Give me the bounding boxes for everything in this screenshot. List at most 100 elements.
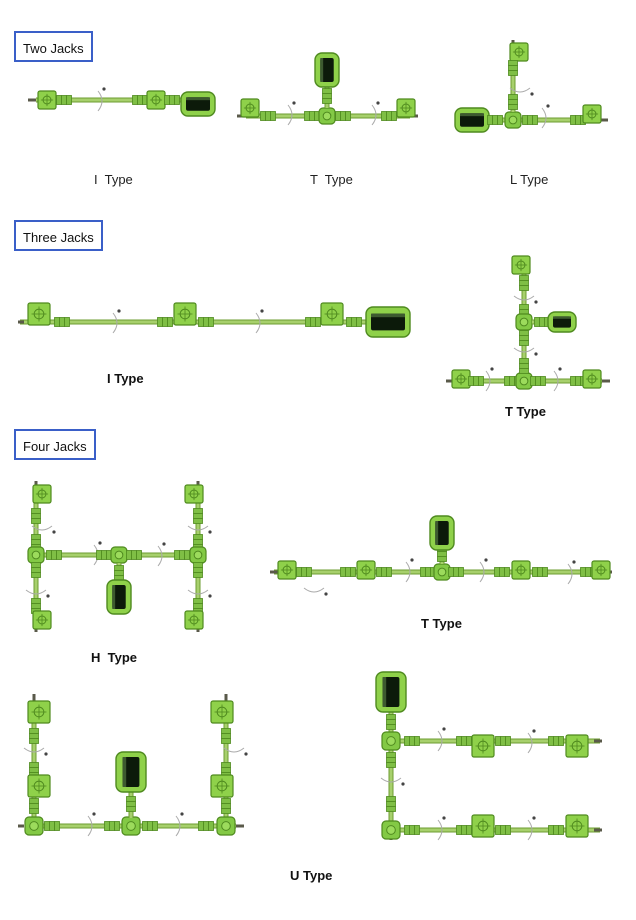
screw-jack-icon xyxy=(591,560,611,580)
coupling-icon xyxy=(174,550,190,560)
gearbox-icon xyxy=(24,816,44,836)
motor-icon xyxy=(365,306,411,338)
coupling-icon xyxy=(530,376,546,386)
coupling-icon xyxy=(260,111,276,121)
screw-jack-icon xyxy=(173,302,197,326)
coupling-icon xyxy=(508,60,518,76)
coupling-icon xyxy=(126,796,136,812)
rotation-arrow xyxy=(479,558,488,583)
coupling-icon xyxy=(522,115,538,125)
screw-jack-icon xyxy=(184,610,204,630)
screw-jack-icon xyxy=(37,90,57,110)
rotation-arrow xyxy=(23,747,48,756)
screw-jack-icon xyxy=(27,774,51,798)
screw-jack-icon xyxy=(582,104,602,124)
screw-jack-icon xyxy=(582,369,602,389)
coupling-icon xyxy=(386,752,396,768)
screw-jack-icon xyxy=(396,98,416,118)
motor-icon xyxy=(547,311,577,333)
gearbox-icon xyxy=(110,546,128,564)
coupling-icon xyxy=(519,330,529,346)
caption-three-jacks-i-type: I Type xyxy=(107,371,144,386)
coupling-icon xyxy=(404,825,420,835)
coupling-icon xyxy=(164,95,180,105)
coupling-icon xyxy=(193,508,203,524)
screw-jack-icon xyxy=(32,484,52,504)
screw-jack-icon xyxy=(320,302,344,326)
coupling-icon xyxy=(495,825,511,835)
motor-icon xyxy=(429,515,455,551)
screw-jack-icon xyxy=(511,255,531,275)
screw-jack-icon xyxy=(210,774,234,798)
section-label-three-jacks: Three Jacks xyxy=(14,220,103,251)
gearbox-icon xyxy=(318,107,336,125)
coupling-icon xyxy=(456,825,472,835)
rotation-arrow xyxy=(287,101,296,126)
caption-two-jacks-i-type: I Type xyxy=(94,172,133,187)
coupling-icon xyxy=(386,796,396,812)
coupling-icon xyxy=(46,550,62,560)
rotation-arrow xyxy=(187,525,212,534)
rotation-arrow xyxy=(25,589,50,598)
gearbox-icon xyxy=(433,563,451,581)
coupling-icon xyxy=(104,821,120,831)
coupling-icon xyxy=(532,567,548,577)
motor-icon xyxy=(454,107,490,133)
screw-jack-icon xyxy=(451,369,471,389)
caption-two-jacks-t-type: T Type xyxy=(310,172,353,187)
screw-jack-icon xyxy=(565,734,589,758)
rotation-arrow xyxy=(527,729,536,754)
coupling-icon xyxy=(198,317,214,327)
motor-icon xyxy=(106,579,132,615)
coupling-icon xyxy=(96,550,112,560)
coupling-icon xyxy=(448,567,464,577)
coupling-icon xyxy=(54,317,70,327)
coupling-icon xyxy=(114,565,124,581)
rotation-arrow xyxy=(513,295,538,304)
gearbox-icon xyxy=(27,546,45,564)
coupling-icon xyxy=(548,825,564,835)
coupling-icon xyxy=(142,821,158,831)
motor-icon xyxy=(180,91,216,117)
gearbox-icon xyxy=(504,111,522,129)
caption-four-jacks-h-type: H Type xyxy=(91,650,137,665)
screw-jack-icon xyxy=(210,700,234,724)
coupling-icon xyxy=(304,111,320,121)
caption-four-jacks-t-type: T Type xyxy=(421,616,462,631)
rotation-arrow xyxy=(485,367,494,392)
rotation-arrow xyxy=(175,812,184,837)
coupling-icon xyxy=(420,567,436,577)
gearbox-icon xyxy=(515,372,533,390)
screw-jack-icon xyxy=(509,42,529,62)
coupling-icon xyxy=(132,95,148,105)
screw-jack-icon xyxy=(240,98,260,118)
coupling-icon xyxy=(221,728,231,744)
screw-jack-icon xyxy=(471,734,495,758)
coupling-icon xyxy=(494,567,510,577)
rotation-arrow xyxy=(567,560,576,585)
coupling-icon xyxy=(305,317,321,327)
caption-two-jacks-l-type: L Type xyxy=(510,172,549,187)
gearbox-icon xyxy=(381,731,401,751)
rotation-arrow xyxy=(380,777,405,786)
screw-jack-icon xyxy=(471,814,495,838)
coupling-icon xyxy=(468,376,484,386)
rotation-arrow xyxy=(437,816,446,841)
coupling-icon xyxy=(456,736,472,746)
screw-jack-icon xyxy=(511,560,531,580)
coupling-icon xyxy=(193,562,203,578)
coupling-icon xyxy=(534,317,550,327)
rotation-arrow xyxy=(97,87,106,112)
screw-jack-icon xyxy=(146,90,166,110)
coupling-icon xyxy=(221,798,231,814)
gearbox-icon xyxy=(216,816,236,836)
screw-jack-icon xyxy=(356,560,376,580)
coupling-icon xyxy=(31,508,41,524)
screw-jack-icon xyxy=(27,302,51,326)
coupling-icon xyxy=(376,567,392,577)
coupling-icon xyxy=(340,567,356,577)
coupling-icon xyxy=(29,728,39,744)
coupling-icon xyxy=(296,567,312,577)
coupling-icon xyxy=(322,88,332,104)
